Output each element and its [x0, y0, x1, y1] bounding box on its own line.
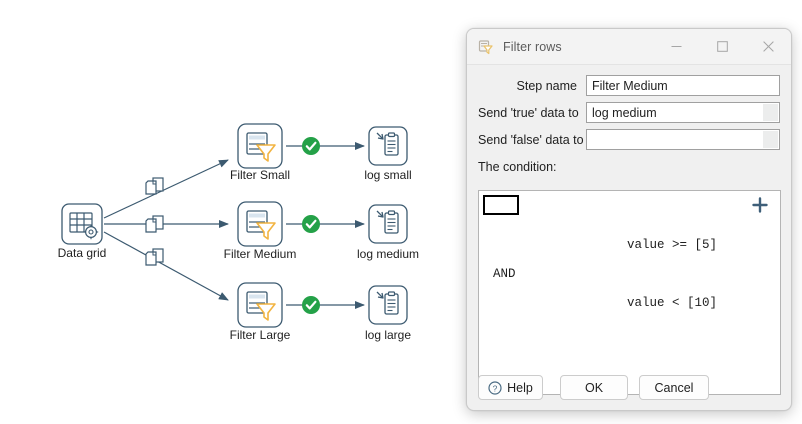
dialog-button-bar: ? Help OK Cancel: [467, 365, 791, 410]
send-true-input[interactable]: log medium: [586, 102, 780, 123]
filter-funnel-icon: [246, 291, 276, 321]
field-row-send-true: Send 'true' data to log medium: [478, 102, 780, 123]
condition-label: The condition:: [478, 160, 557, 174]
check-circle-icon: [302, 215, 320, 233]
check-circle-icon: [302, 137, 320, 155]
node-filter-small: [237, 123, 283, 169]
dialog-form: Step name Filter Medium Send 'true' data…: [467, 65, 791, 150]
copy-documents-icon: [145, 215, 164, 233]
node-log-medium: [368, 204, 408, 244]
send-false-label: Send 'false' data to: [478, 132, 584, 147]
node-filter-large: [237, 282, 283, 328]
node-label-filter-medium: Filter Medium: [223, 247, 297, 261]
filter-funnel-icon: [246, 210, 276, 240]
ok-button[interactable]: OK: [560, 375, 628, 400]
send-false-input[interactable]: [586, 129, 780, 150]
send-true-value: log medium: [592, 105, 657, 120]
question-circle-icon: ?: [488, 380, 502, 395]
log-clipboard-icon: [376, 210, 399, 234]
send-true-label: Send 'true' data to: [478, 105, 579, 120]
gear-badge-icon: [83, 224, 99, 240]
condition-negate-box[interactable]: [483, 195, 519, 215]
table-grid-gear-icon: [69, 212, 93, 233]
node-label-data-grid: Data grid: [57, 246, 107, 260]
condition-editor[interactable]: value >= [5] AND value < [10]: [478, 190, 781, 395]
log-clipboard-icon: [376, 132, 399, 156]
maximize-icon[interactable]: [699, 29, 745, 64]
send-true-combo-button[interactable]: [763, 104, 778, 121]
step-name-input[interactable]: Filter Medium: [586, 75, 780, 96]
log-clipboard-icon: [376, 291, 399, 315]
help-button-label: Help: [507, 380, 533, 395]
copy-documents-icon: [145, 177, 164, 195]
filter-rows-dialog[interactable]: Filter rows Step name Filter Medium Send…: [466, 28, 792, 411]
node-log-small: [368, 126, 408, 166]
dialog-title: Filter rows: [503, 39, 562, 54]
node-label-filter-small: Filter Small: [229, 168, 290, 182]
condition-expression-1[interactable]: value >= [5]: [627, 238, 718, 252]
node-label-filter-large: Filter Large: [229, 328, 291, 342]
condition-expression-2[interactable]: value < [10]: [627, 296, 718, 310]
help-button[interactable]: ? Help: [478, 375, 543, 400]
dialog-titlebar[interactable]: Filter rows: [467, 29, 791, 65]
plus-icon[interactable]: [751, 196, 769, 214]
cancel-button[interactable]: Cancel: [639, 375, 709, 400]
node-data-grid: [61, 203, 103, 245]
send-false-combo-button[interactable]: [763, 131, 778, 148]
node-filter-medium: [237, 201, 283, 247]
copy-documents-icon: [145, 248, 164, 266]
node-label-log-small: log small: [364, 168, 412, 182]
svg-text:?: ?: [493, 383, 498, 393]
close-icon[interactable]: [745, 29, 791, 64]
window-controls: [653, 29, 791, 64]
field-row-step-name: Step name Filter Medium: [478, 75, 780, 96]
filter-rows-icon: [478, 39, 494, 55]
step-name-value: Filter Medium: [592, 78, 668, 93]
filter-funnel-icon: [246, 132, 276, 162]
condition-operator[interactable]: AND: [493, 267, 516, 281]
field-row-send-false: Send 'false' data to: [478, 129, 780, 150]
minimize-icon[interactable]: [653, 29, 699, 64]
hop-lines: [103, 142, 365, 309]
node-label-log-large: log large: [364, 328, 412, 342]
node-log-large: [368, 285, 408, 325]
check-circle-icon: [302, 296, 320, 314]
step-name-label: Step name: [516, 78, 577, 93]
node-label-log-medium: log medium: [356, 247, 420, 261]
